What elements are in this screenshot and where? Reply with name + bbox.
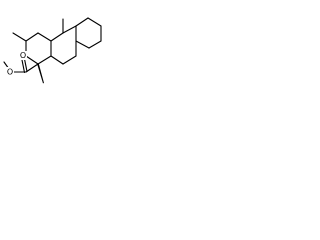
bond-ring-b-4 bbox=[50, 55, 64, 65]
ring-c bbox=[25, 32, 52, 65]
bond-carbonyl-1 bbox=[23, 58, 28, 73]
bond-ring-b-1 bbox=[62, 25, 77, 34]
label-bg-ether-oxygen bbox=[6, 67, 14, 76]
bond-ring-c-4 bbox=[25, 55, 39, 65]
bond-ring-c-1 bbox=[37, 32, 52, 42]
methyl-groups bbox=[12, 18, 64, 84]
bond-ring-c-2 bbox=[25, 32, 39, 42]
bond-ring-methyl-left bbox=[12, 32, 27, 42]
bond-ring-a-4 bbox=[88, 40, 102, 49]
bond-ester-carbon bbox=[25, 63, 39, 73]
ether-oxygen-label: O bbox=[7, 68, 13, 77]
atom-labels: O O bbox=[6, 51, 27, 77]
bond-ring-a-5 bbox=[75, 40, 90, 49]
ring-b bbox=[50, 25, 77, 65]
bond-ring-a-2 bbox=[87, 17, 102, 27]
bond-ring-b-6 bbox=[50, 32, 64, 42]
carbonyl-oxygen-label: O bbox=[20, 51, 26, 60]
bond-ring-a-1 bbox=[75, 17, 89, 27]
wedge-bond-methyl-bottom bbox=[37, 63, 44, 84]
bond-carbonyl-2 bbox=[21, 59, 26, 74]
molecule-structure-diagram: O O bbox=[3, 17, 102, 84]
bond-ring-c-5 bbox=[37, 55, 52, 65]
ring-a bbox=[75, 17, 102, 49]
bond-ring-b-3 bbox=[62, 55, 77, 65]
label-bg-carbonyl-oxygen bbox=[19, 51, 27, 60]
